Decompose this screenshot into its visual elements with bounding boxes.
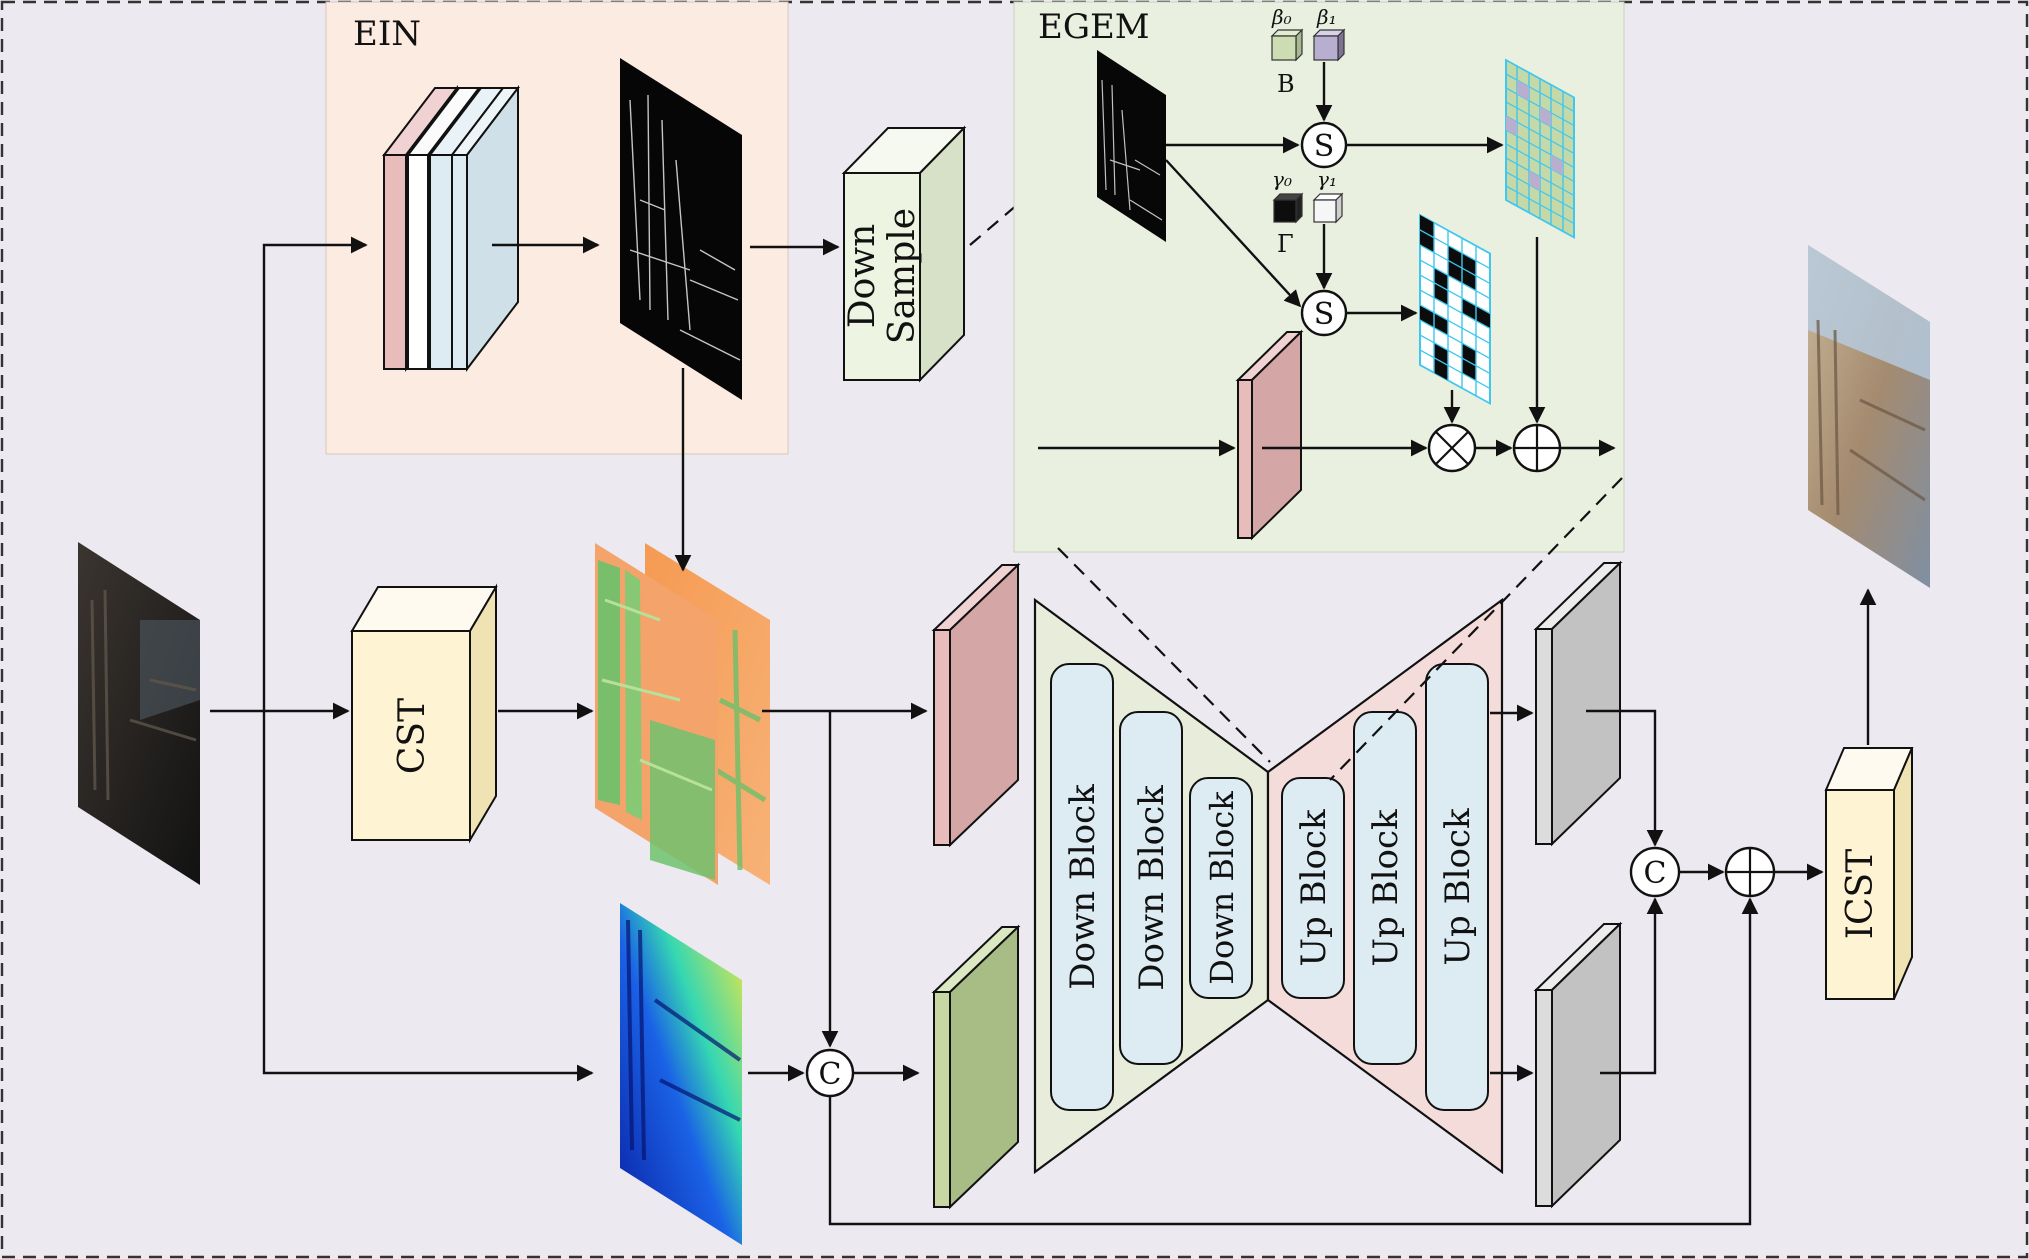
select-op-beta-label: S — [1314, 129, 1335, 164]
dash-egem-zoom-left — [1057, 547, 1271, 763]
up-block-2 — [1353, 711, 1417, 1065]
egem-conv-block — [1235, 329, 1304, 541]
icst-block: ICST — [1824, 747, 1914, 1000]
input-image — [78, 542, 200, 885]
concat-op-left-label: C — [819, 1057, 842, 1092]
output-image — [1808, 245, 1930, 588]
beta-map-grid — [1505, 58, 1575, 239]
edge-map-image — [620, 58, 742, 400]
select-op-gamma-label: S — [1314, 297, 1335, 332]
dash-egem-zoom-right — [1329, 477, 1623, 781]
cst-block: CST — [350, 583, 498, 844]
up-block-1 — [1281, 777, 1345, 999]
gamma-set-label: Γ — [1277, 230, 1294, 258]
egem-label: EGEM — [1038, 7, 1150, 47]
gamma-map-grid — [1419, 213, 1491, 406]
gray-feature-block-bottom — [1533, 921, 1623, 1209]
gamma0-label: γ₀ — [1272, 167, 1292, 191]
egem-edge-image — [1097, 50, 1166, 242]
up-block-2-label: Up Block — [1366, 809, 1406, 967]
beta0-cube — [1270, 28, 1304, 62]
gamma1-cube — [1312, 192, 1344, 224]
down-blocks: Down Block Down Block Down Block — [1050, 663, 1253, 1111]
concat-op-right-label: C — [1644, 856, 1667, 891]
ein-conv-stack — [381, 85, 521, 372]
select-op-beta: S — [1300, 121, 1348, 169]
beta-params: β₀ β₁ B — [1270, 5, 1346, 98]
gray-feature-block-top — [1533, 560, 1623, 847]
egem-module: EGEM β₀ β₁ B γ₀ γ₁ — [1013, 1, 1625, 553]
select-op-gamma: S — [1300, 289, 1348, 337]
add-op-main — [1724, 846, 1776, 898]
concat-op-right: C — [1629, 846, 1681, 898]
ein-label: EIN — [353, 14, 421, 54]
icst-label: ICST — [1840, 849, 1881, 939]
gamma-params: γ₀ γ₁ Γ — [1272, 167, 1344, 258]
up-block-3-label: Up Block — [1438, 808, 1478, 966]
down-sample-block: DownSample — [841, 125, 967, 383]
beta-set-label: B — [1277, 70, 1295, 98]
down-block-3 — [1189, 777, 1253, 999]
cst-feature-images — [595, 543, 770, 885]
up-block-3 — [1425, 663, 1489, 1111]
pink-feature-block — [931, 562, 1021, 848]
gamma1-label: γ₁ — [1317, 167, 1337, 191]
down-sample-label: DownSample — [842, 208, 923, 344]
connections — [210, 236, 1877, 1226]
beta1-cube — [1312, 28, 1346, 62]
arrow-edge-to-select-gamma — [1165, 159, 1302, 308]
down-block-2-label: Down Block — [1132, 785, 1172, 991]
beta0-label: β₀ — [1271, 5, 1292, 29]
gamma0-cube — [1272, 192, 1304, 224]
cst-label: CST — [392, 698, 433, 774]
multiply-op — [1427, 423, 1477, 473]
green-feature-block — [931, 924, 1021, 1210]
up-block-1-label: Up Block — [1294, 809, 1334, 967]
down-block-1-label: Down Block — [1063, 784, 1103, 990]
down-block-3-label: Down Block — [1203, 791, 1241, 985]
concat-op-left: C — [805, 1048, 855, 1098]
beta1-label: β₁ — [1316, 5, 1337, 29]
ein-module: EIN — [325, 1, 789, 455]
down-block-1 — [1050, 663, 1114, 1111]
depth-map-image — [620, 903, 742, 1245]
up-blocks: Up Block Up Block Up Block — [1281, 663, 1489, 1111]
add-op-egem — [1512, 423, 1562, 473]
down-block-2 — [1119, 711, 1183, 1065]
